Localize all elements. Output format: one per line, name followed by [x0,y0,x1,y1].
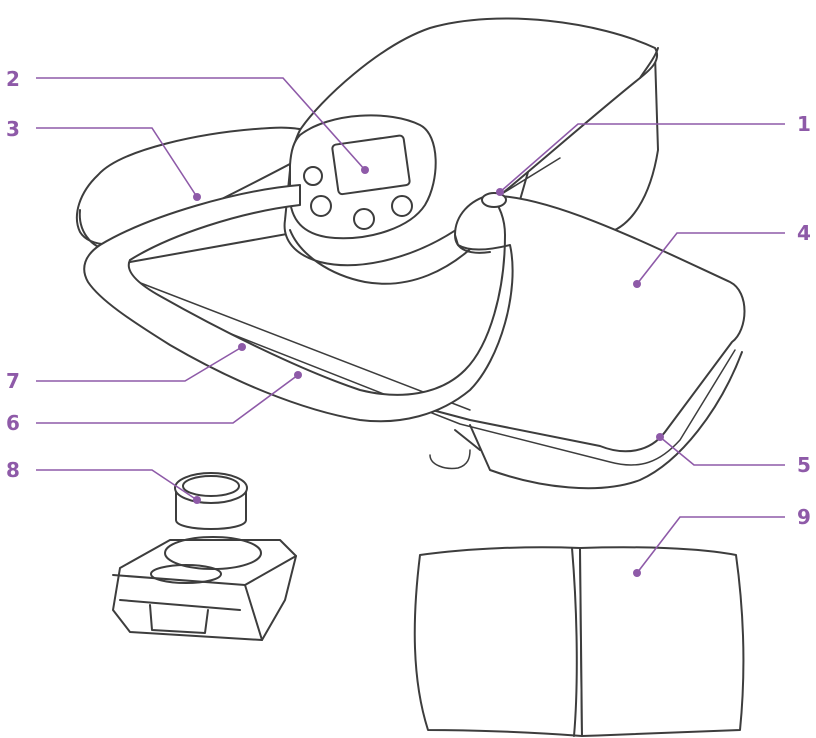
pressing-pillow [415,547,744,736]
callout-number-4: 4 [797,221,811,245]
callout-number-6: 6 [6,411,20,435]
leader-dot-8 [193,496,201,504]
leader-dot-7 [238,343,246,351]
leader-8 [36,470,197,500]
leader-dot-5 [656,433,664,441]
leader-dot-4 [633,280,641,288]
leader-dot-3 [193,193,201,201]
leader-dot-2 [361,166,369,174]
leader-dot-6 [294,371,302,379]
callout-number-8: 8 [6,458,20,482]
steam-press-illustration [77,19,745,489]
callout-number-2: 2 [6,67,20,91]
callout-number-3: 3 [6,117,20,141]
callout-number-5: 5 [797,453,811,477]
water-cup-accessory [113,473,296,640]
callout-number-7: 7 [6,369,20,393]
callout-number-9: 9 [797,505,811,529]
callout-number-1: 1 [797,112,811,136]
leader-dot-9 [633,569,641,577]
leader-dot-1 [496,188,504,196]
